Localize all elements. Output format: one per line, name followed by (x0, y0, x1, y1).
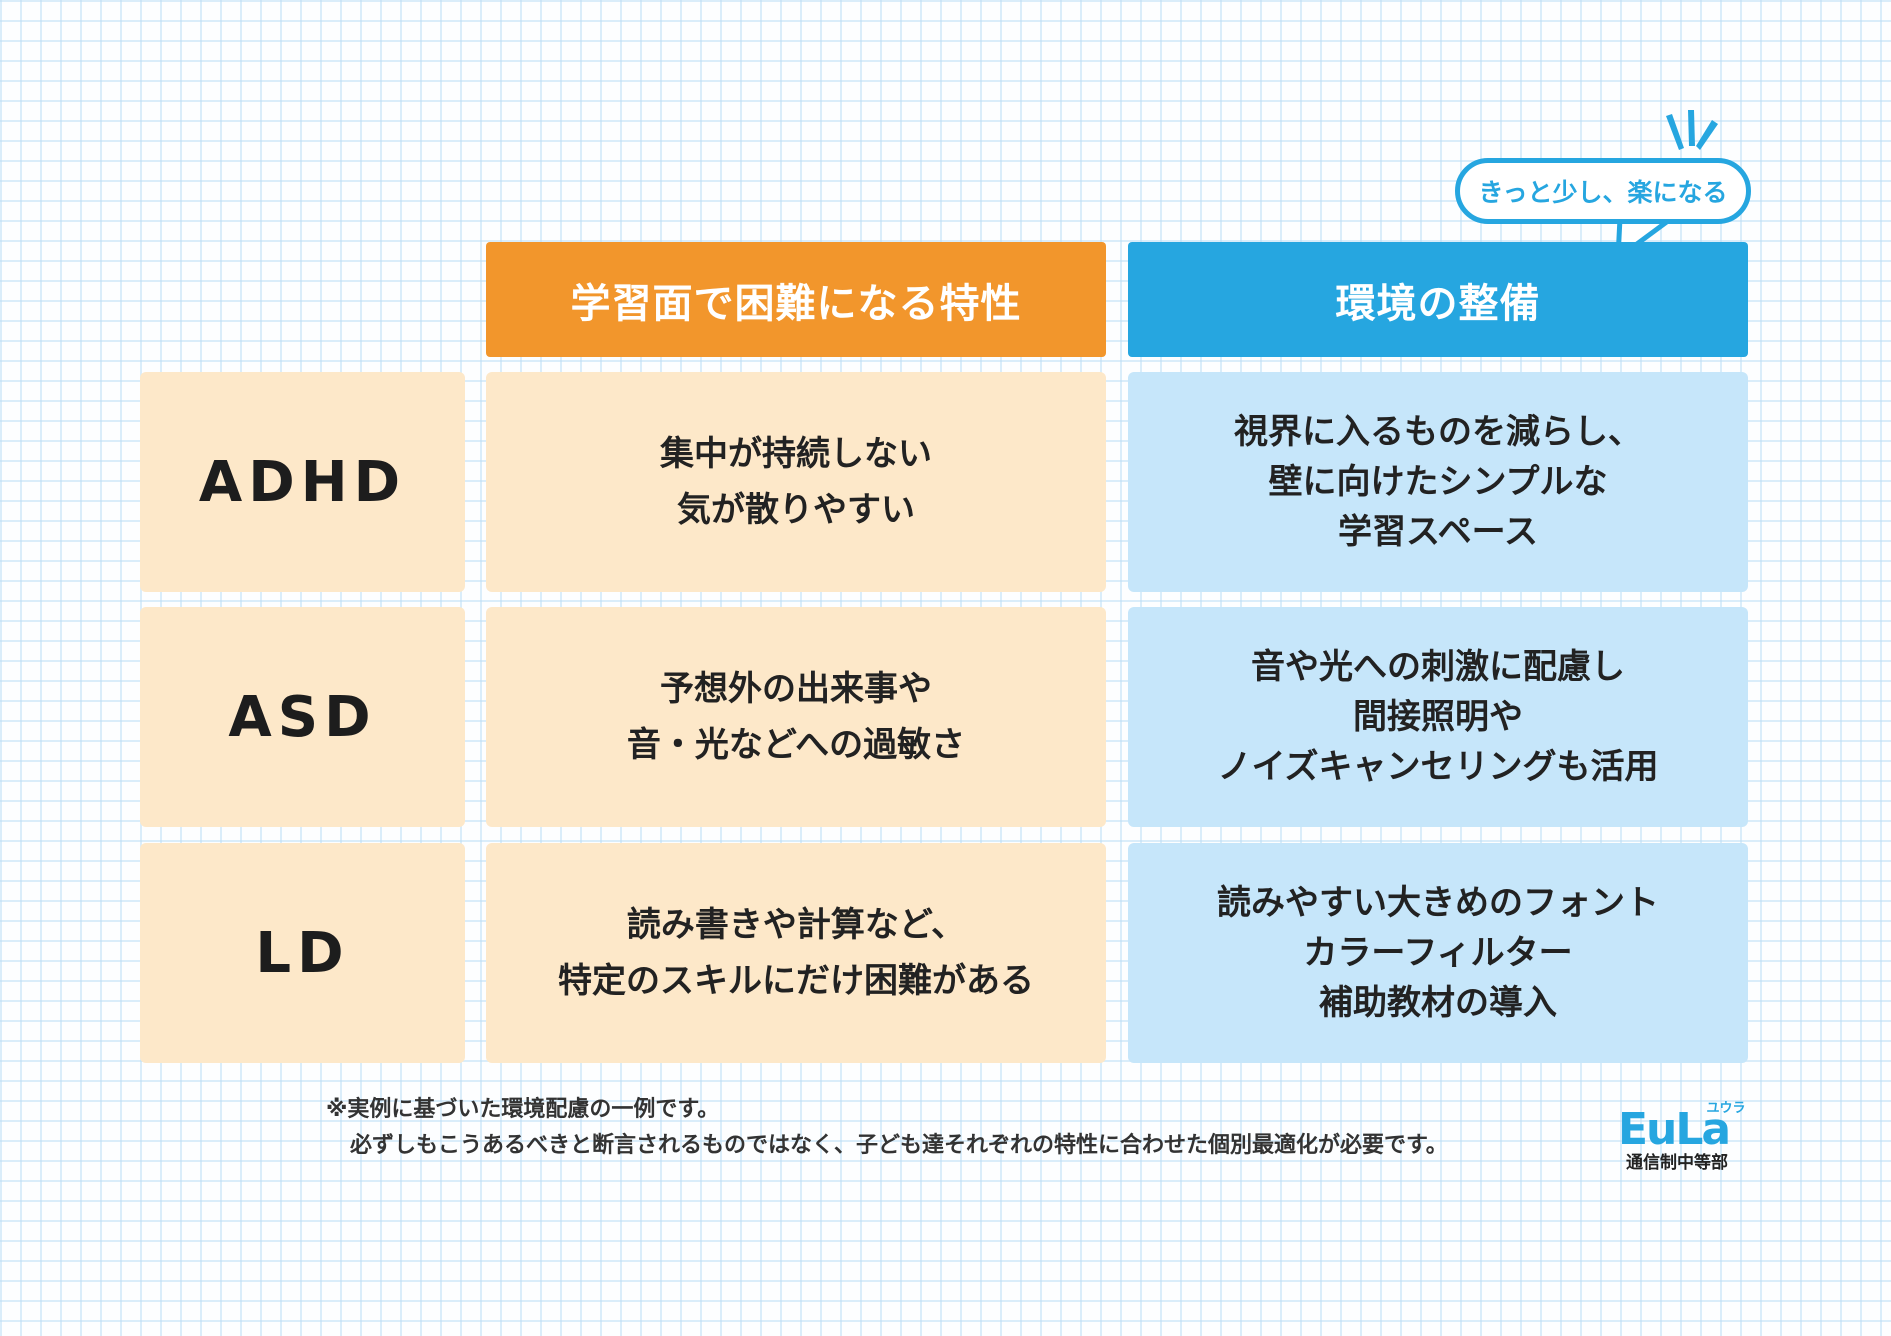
speech-bubble: きっと少し、楽になる (1455, 158, 1751, 224)
traits-cell-asd: 予想外の出来事や 音・光などへの過敏さ (486, 607, 1106, 827)
row-label-text: ASD (228, 684, 377, 750)
traits-line: 気が散りやすい (677, 490, 915, 530)
burst-lines-icon (1666, 110, 1718, 150)
environment-line: 間接照明や (1352, 697, 1523, 737)
environment-line: 補助教材の導入 (1319, 983, 1557, 1023)
traits-line: 特定のスキルにだけ困難がある (558, 961, 1034, 1001)
row-label-text: ADHD (198, 449, 407, 515)
row-label-ld: LD (140, 843, 465, 1063)
environment-line: ノイズキャンセリングも活用 (1217, 747, 1659, 787)
environment-line: 音や光への刺激に配慮し (1250, 647, 1625, 687)
header-environment-label: 環境の整備 (1335, 280, 1541, 327)
environment-cell-ld: 読みやすい大きめのフォント カラーフィルター 補助教材の導入 (1128, 843, 1748, 1063)
traits-line: 読み書きや計算など、 (626, 905, 966, 945)
logo-subtitle: 通信制中等部 (1626, 1153, 1728, 1173)
environment-line: 壁に向けたシンプルな (1268, 462, 1608, 502)
footnote-line-2: 必ずしもこうあるべきと断言されるものではなく、子ども達それぞれの特性に合わせた個… (350, 1133, 1448, 1158)
row-label-adhd: ADHD (140, 372, 465, 592)
header-environment: 環境の整備 (1128, 242, 1748, 357)
row-label-text: LD (255, 920, 350, 986)
footnote-line-1: ※実例に基づいた環境配慮の一例です。 (326, 1097, 720, 1122)
environment-line: 視界に入るものを減らし、 (1234, 412, 1642, 452)
traits-cell-ld: 読み書きや計算など、 特定のスキルにだけ困難がある (486, 843, 1106, 1063)
header-traits: 学習面で困難になる特性 (486, 242, 1106, 357)
traits-line: 音・光などへの過敏さ (626, 725, 966, 765)
environment-line: カラーフィルター (1303, 933, 1573, 973)
environment-cell-asd: 音や光への刺激に配慮し 間接照明や ノイズキャンセリングも活用 (1128, 607, 1748, 827)
environment-cell-adhd: 視界に入るものを減らし、 壁に向けたシンプルな 学習スペース (1128, 372, 1748, 592)
footnote: ※実例に基づいた環境配慮の一例です。 必ずしもこうあるべきと断言されるものではな… (326, 1092, 1448, 1164)
row-label-asd: ASD (140, 607, 465, 827)
traits-cell-adhd: 集中が持続しない 気が散りやすい (486, 372, 1106, 592)
traits-line: 集中が持続しない (660, 434, 932, 474)
bubble-text: きっと少し、楽になる (1478, 178, 1728, 207)
header-traits-label: 学習面で困難になる特性 (570, 280, 1022, 327)
logo-kana: ユウラ (1706, 1101, 1745, 1116)
environment-line: 読みやすい大きめのフォント (1217, 883, 1659, 923)
logo-main: EuLa (1618, 1104, 1729, 1155)
environment-line: 学習スペース (1338, 512, 1538, 552)
traits-line: 予想外の出来事や (660, 669, 932, 709)
eula-logo: ユウラ EuLa (1618, 1101, 1746, 1155)
